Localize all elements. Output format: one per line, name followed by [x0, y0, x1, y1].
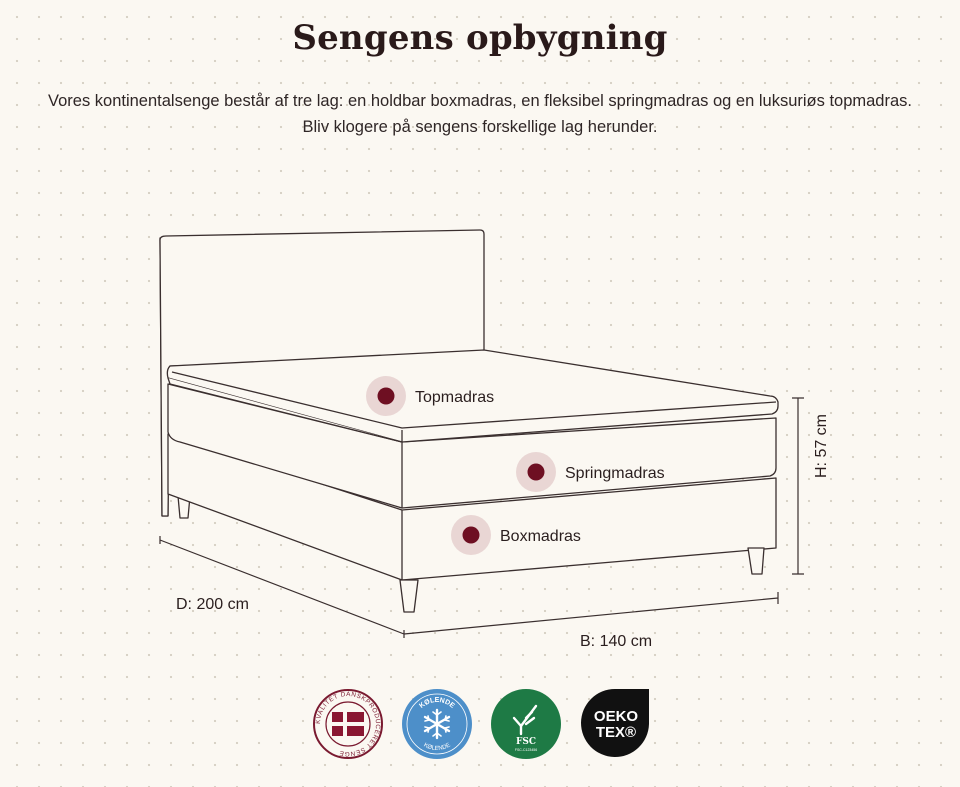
bed-illustration: Topmadras Springmadras Boxmadras D: 200 …	[159, 229, 830, 650]
intro-text: Vores kontinentalsenge består af tre lag…	[20, 88, 940, 140]
danish-quality-badge: KVALITET DANSKPRODUCERET SENGE	[313, 689, 383, 759]
oeko-line-1: OEKO	[594, 708, 639, 725]
springmadras-shape	[167, 383, 777, 509]
marker-springmadras[interactable]: Springmadras	[516, 452, 665, 492]
fsc-text: FSC	[516, 737, 536, 747]
label-topmadras: Topmadras	[415, 389, 494, 406]
intro-line-1: Vores kontinentalsenge består af tre lag…	[48, 92, 912, 110]
svg-text:KØLENDE: KØLENDE	[422, 742, 451, 752]
intro-line-2: Bliv klogere på sengens forskellige lag …	[302, 118, 658, 136]
oeko-line-2: TEX®	[596, 724, 636, 741]
certification-badges: KVALITET DANSKPRODUCERET SENGE KØLENDE K…	[312, 688, 652, 762]
fsc-badge: FSC FSC-C123456	[491, 689, 561, 759]
label-springmadras: Springmadras	[565, 465, 665, 482]
snowflake-icon	[423, 708, 451, 740]
danish-flag-icon	[332, 712, 364, 736]
front-leg-right	[747, 547, 765, 575]
marker-boxmadras[interactable]: Boxmadras	[451, 515, 581, 555]
depth-label: D: 200 cm	[176, 596, 249, 613]
oeko-tex-badge: OEKO TEX®	[581, 689, 649, 757]
kolende-bottom-text: KØLENDE	[422, 742, 451, 752]
topmadras-shape	[166, 349, 779, 443]
tree-check-icon	[512, 704, 538, 736]
height-label: H: 57 cm	[813, 414, 830, 478]
front-leg-left	[399, 579, 419, 613]
width-label: B: 140 cm	[580, 633, 652, 650]
marker-topmadras[interactable]: Topmadras	[366, 376, 494, 416]
page-title: Sengens opbygning	[292, 18, 668, 58]
kolende-badge: KØLENDE KØLENDE	[402, 689, 472, 759]
label-boxmadras: Boxmadras	[500, 528, 581, 545]
fsc-small-text: FSC-C123456	[515, 748, 537, 752]
